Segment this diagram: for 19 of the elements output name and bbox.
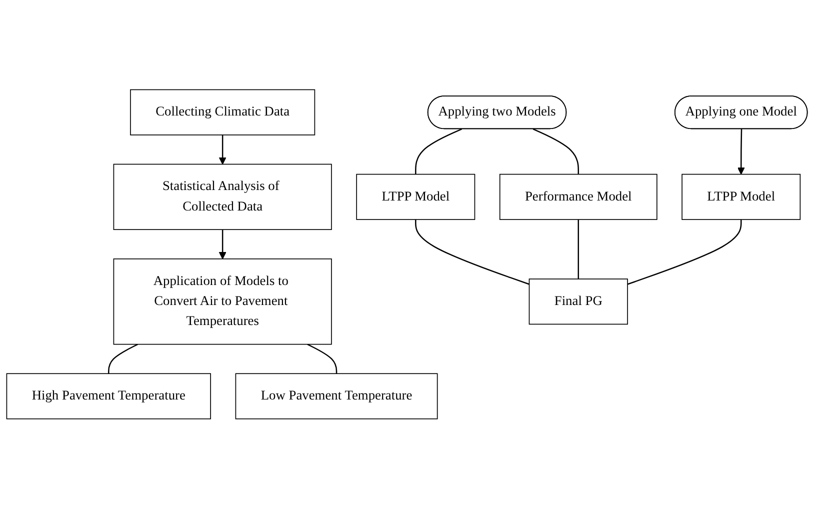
node-box: Statistical Analysis of Collected Data bbox=[113, 164, 332, 230]
node-box: High Pavement Temperature bbox=[6, 372, 211, 419]
node-box: Performance Model bbox=[499, 174, 658, 220]
node-box: Collecting Climatic Data bbox=[130, 89, 316, 136]
node-box: Final PG bbox=[528, 278, 628, 324]
arrow bbox=[218, 229, 226, 259]
node-box: LTPP Model bbox=[356, 174, 476, 220]
connector bbox=[578, 219, 579, 279]
connector bbox=[307, 343, 338, 374]
node-box: Application of Models to Convert Air to Pavement Temperatures bbox=[113, 258, 332, 344]
node-box: Low Pavement Temperature bbox=[235, 372, 438, 419]
arrow bbox=[737, 128, 745, 174]
connector bbox=[108, 343, 138, 374]
connector bbox=[627, 219, 742, 285]
node-box: LTPP Model bbox=[682, 174, 801, 220]
connector bbox=[415, 128, 462, 174]
arrow bbox=[218, 134, 226, 164]
connector bbox=[415, 219, 530, 285]
connector bbox=[532, 128, 579, 174]
